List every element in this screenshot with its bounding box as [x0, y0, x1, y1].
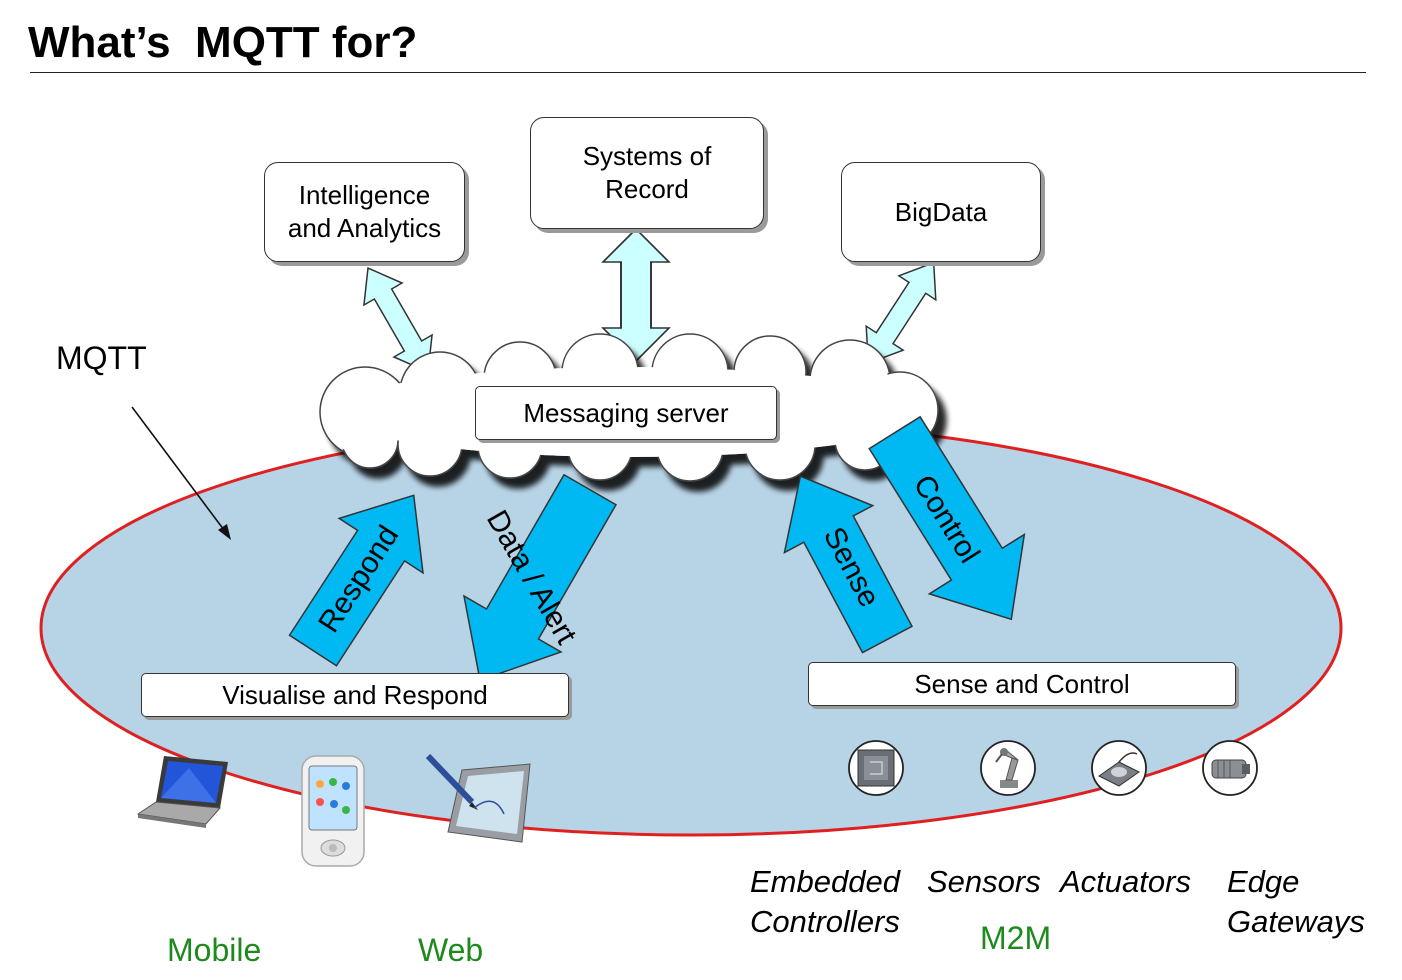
robot-arm-icon [980, 740, 1036, 796]
sense-arrow [783, 475, 913, 654]
messaging-server-box: Messaging server [475, 386, 777, 440]
intelligence-analytics-box: Intelligence and Analytics [264, 162, 465, 262]
tablet-pen-icon [425, 753, 531, 843]
sense-control-bar: Sense and Control [808, 662, 1236, 706]
respond-arrow [288, 494, 424, 667]
chip-icon [848, 740, 904, 796]
data-alert-arrow [462, 473, 618, 682]
web-label: Web [418, 932, 484, 968]
phone-icon [301, 755, 365, 867]
sensors-label: Sensors [927, 864, 1041, 899]
edge-gateways-label: Edge Gateways [1227, 864, 1365, 939]
bigdata-box: BigData [841, 162, 1041, 262]
mobile-label: Mobile [167, 932, 262, 968]
mqtt-label: MQTT [56, 340, 147, 376]
gateway-icon [1202, 740, 1258, 796]
m2m-label: M2M [980, 920, 1052, 956]
actuators-label: Actuators [1060, 864, 1191, 899]
fingerprint-icon [1091, 740, 1147, 796]
slide-title: What’s MQTT for? [28, 18, 418, 67]
laptop-icon [136, 756, 228, 828]
control-arrow [868, 415, 1026, 621]
mqtt-pointer-arrow [131, 406, 231, 540]
embedded-controllers-label: Embedded Controllers [750, 864, 900, 939]
systems-of-record-box: Systems of Record [530, 117, 764, 229]
visualise-respond-bar: Visualise and Respond [141, 673, 569, 717]
title-rule [30, 72, 1366, 73]
